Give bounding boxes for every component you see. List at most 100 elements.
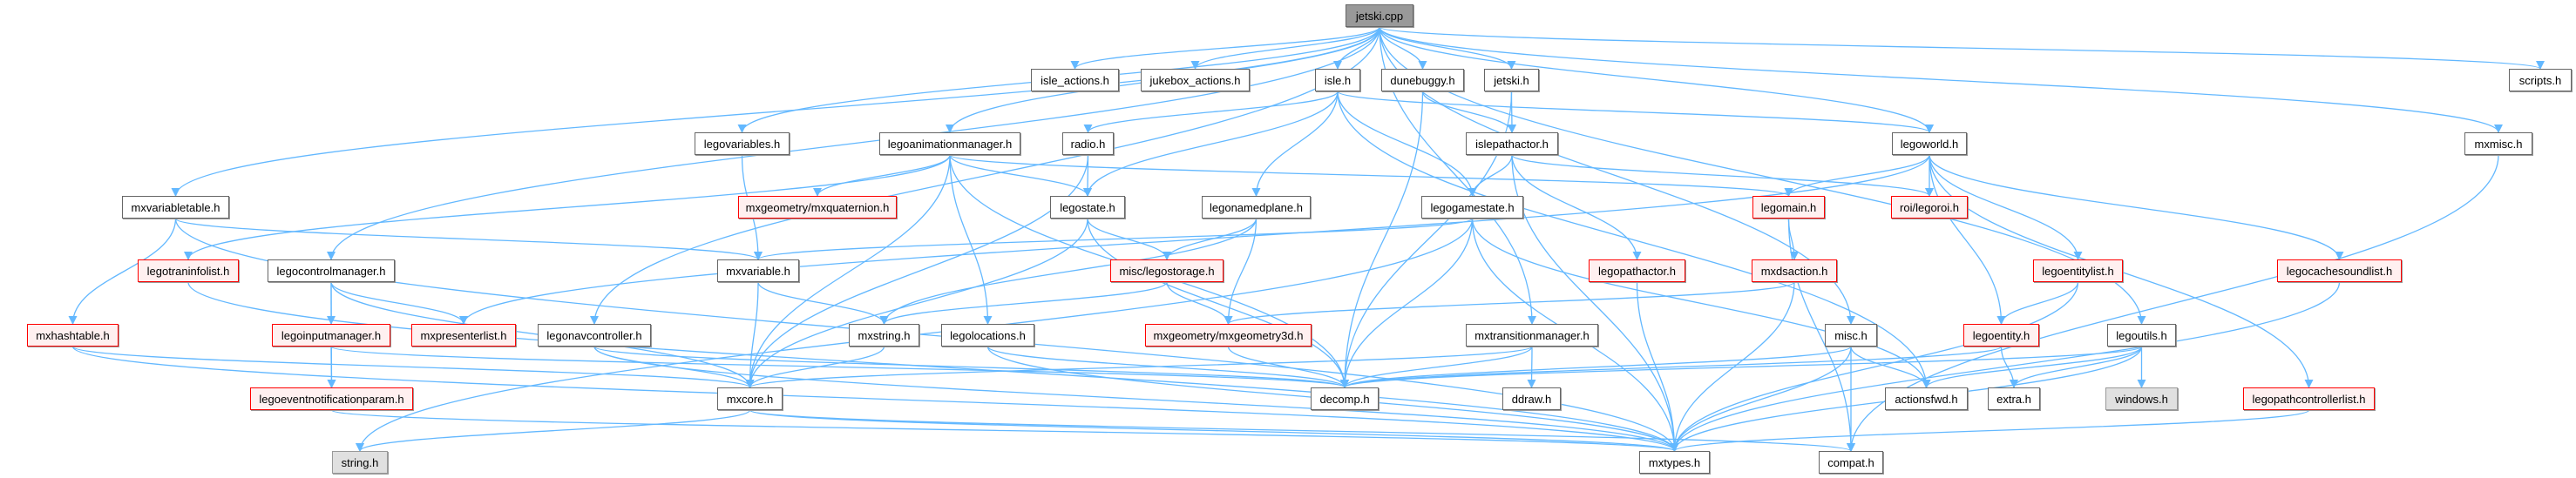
edge-legomain-to-compat: [1787, 218, 1855, 452]
edge-jetski-cpp-to-dunebuggy: [1379, 26, 1427, 70]
node-legocontrolmanager[interactable]: legocontrolmanager.h: [268, 259, 395, 282]
node-legoutils[interactable]: legoutils.h: [2107, 324, 2176, 347]
edge-legoentitylist-to-mxtypes: [1670, 281, 2079, 452]
node-string[interactable]: string.h: [332, 451, 388, 474]
node-legonavcontroller[interactable]: legonavcontroller.h: [538, 324, 651, 347]
edge-islepathactor-to-legogamestate: [1468, 154, 1513, 197]
edge-islepathactor-to-legoroi: [1511, 154, 1934, 197]
edge-legoworld-to-legocachesoundlist: [1929, 154, 2344, 260]
node-mxvariable[interactable]: mxvariable.h: [717, 259, 799, 282]
edge-jetski-cpp-to-legocontrolmanager: [327, 26, 1380, 260]
node-legoentitylist[interactable]: legoentitylist.h: [2033, 259, 2123, 282]
edge-mxcore-to-string: [356, 409, 751, 452]
edge-legonavcontroller-to-mxtypes: [593, 346, 1679, 452]
edge-misc-to-decomp: [1340, 346, 1852, 388]
edge-legoanimationmanager-to-legolocations: [949, 154, 993, 325]
edge-isle-to-legonamedplane: [1251, 91, 1339, 197]
edge-mxvariable-to-mxcore: [745, 281, 759, 388]
edge-mxvariabletable-to-mxhashtable: [68, 218, 177, 325]
edge-mxtransitionmanager-to-ddraw: [1527, 346, 1536, 388]
node-legoworld[interactable]: legoworld.h: [1892, 132, 1967, 155]
node-mxdsaction[interactable]: mxdsaction.h: [1752, 259, 1837, 282]
node-jukebox-actions[interactable]: jukebox_actions.h: [1141, 69, 1250, 91]
edge-isle-to-legostate: [1083, 91, 1339, 197]
edge-legostorage-to-mxgeometry3d: [1166, 281, 1233, 325]
edge-mxvariabletable-to-mxtypes: [174, 218, 1679, 452]
edge-legonavcontroller-to-decomp: [593, 346, 1349, 388]
node-legonamedplane[interactable]: legonamedplane.h: [1202, 196, 1311, 219]
edge-jetski-cpp-to-legoworld: [1379, 26, 1934, 133]
edge-legoanimationmanager-to-legostate: [949, 154, 1092, 197]
edge-legoinputmanager-to-legoeventnotificationparam: [327, 346, 336, 388]
edge-legoutils-to-decomp: [1340, 346, 2143, 388]
node-mxgeometry3d[interactable]: mxgeometry/mxgeometry3d.h: [1145, 324, 1312, 347]
edge-dunebuggy-to-islepathactor: [1421, 91, 1516, 133]
edge-islepathactor-to-legopathactor: [1511, 154, 1642, 260]
node-mxtypes[interactable]: mxtypes.h: [1639, 451, 1710, 474]
node-compat[interactable]: compat.h: [1819, 451, 1883, 474]
edge-legopathcontrollerlist-to-mxtypes: [1670, 409, 2310, 452]
node-mxquaternion[interactable]: mxgeometry/mxquaternion.h: [738, 196, 897, 219]
node-radio[interactable]: radio.h: [1062, 132, 1114, 155]
node-mxstring[interactable]: mxstring.h: [849, 324, 919, 347]
node-jetski-h[interactable]: jetski.h: [1484, 69, 1539, 91]
edge-legoworld-to-legoentitylist: [1929, 154, 2083, 260]
node-legomain[interactable]: legomain.h: [1752, 196, 1825, 219]
node-legopathcontrollerlist[interactable]: legopathcontrollerlist.h: [2243, 387, 2375, 410]
node-windows[interactable]: windows.h: [2105, 387, 2178, 410]
edge-mxgeometry3d-to-decomp: [1227, 346, 1349, 388]
node-legoinputmanager[interactable]: legoinputmanager.h: [272, 324, 390, 347]
node-mxtransitionmanager[interactable]: mxtransitionmanager.h: [1466, 324, 1598, 347]
node-legoeventnotificationparam[interactable]: legoeventnotificationparam.h: [250, 387, 413, 410]
edge-mxhashtable-to-mxcore: [71, 346, 755, 388]
edge-legogamestate-to-decomp: [1340, 218, 1474, 388]
node-legoentity[interactable]: legoentity.h: [1963, 324, 2039, 347]
node-legostorage[interactable]: misc/legostorage.h: [1110, 259, 1224, 282]
edge-jetski-cpp-to-jukebox-actions: [1190, 26, 1380, 70]
edge-mxdsaction-to-mxgeometry3d: [1224, 281, 1795, 325]
node-legolocations[interactable]: legolocations.h: [941, 324, 1034, 347]
edge-legoutils-to-extra: [2010, 346, 2143, 388]
node-legovariables[interactable]: legovariables.h: [695, 132, 790, 155]
edge-legonamedplane-to-mxgeometry3d: [1224, 218, 1257, 325]
node-mxpresenterlist[interactable]: mxpresenterlist.h: [411, 324, 516, 347]
node-mxvariabletable[interactable]: mxvariabletable.h: [122, 196, 229, 219]
node-legocachesoundlist[interactable]: legocachesoundlist.h: [2277, 259, 2402, 282]
edge-legopathactor-to-mxtypes: [1636, 281, 1679, 452]
edge-legonamedplane-to-mxstring: [879, 218, 1257, 325]
edge-legolocations-to-decomp: [986, 346, 1349, 388]
edge-misc-to-mxtypes: [1670, 346, 1852, 452]
node-misc[interactable]: misc.h: [1825, 324, 1877, 347]
edge-legoentity-to-decomp: [1340, 346, 2003, 388]
edge-mxtransitionmanager-to-mxcore: [745, 346, 1533, 388]
node-isle[interactable]: isle.h: [1315, 69, 1360, 91]
node-legogamestate[interactable]: legogamestate.h: [1421, 196, 1523, 219]
node-decomp[interactable]: decomp.h: [1311, 387, 1379, 410]
edge-mxhashtable-to-mxtypes: [71, 346, 1679, 452]
node-isle-actions[interactable]: isle_actions.h: [1031, 69, 1119, 91]
node-legoanimationmanager[interactable]: legoanimationmanager.h: [879, 132, 1020, 155]
node-legotraninfolist[interactable]: legotraninfolist.h: [138, 259, 239, 282]
edge-jetski-cpp-to-isle-actions: [1070, 26, 1380, 70]
edge-legocontrolmanager-to-mxpresenterlist: [330, 281, 468, 325]
edge-jetski-cpp-to-scripts: [1379, 26, 2545, 70]
node-mxcore[interactable]: mxcore.h: [717, 387, 783, 410]
node-islepathactor[interactable]: islepathactor.h: [1466, 132, 1558, 155]
node-jetski-cpp[interactable]: jetski.cpp: [1346, 4, 1413, 27]
edge-legoentitylist-to-legoentity: [1996, 281, 2079, 325]
edge-legoworld-to-legomain: [1784, 154, 1930, 197]
node-scripts[interactable]: scripts.h: [2509, 69, 2572, 91]
node-actionsfwd[interactable]: actionsfwd.h: [1885, 387, 1968, 410]
node-mxmisc[interactable]: mxmisc.h: [2464, 132, 2532, 155]
edge-isle-to-legoworld: [1337, 91, 1934, 133]
node-ddraw[interactable]: ddraw.h: [1502, 387, 1561, 410]
node-legostate[interactable]: legostate.h: [1050, 196, 1125, 219]
edge-legoworld-to-mxpresenterlist: [459, 154, 1930, 325]
node-dunebuggy[interactable]: dunebuggy.h: [1381, 69, 1464, 91]
node-legopathactor[interactable]: legopathactor.h: [1589, 259, 1685, 282]
node-extra[interactable]: extra.h: [1988, 387, 2040, 410]
edge-legotraninfolist-to-mxtypes: [187, 281, 1679, 452]
node-legoroi[interactable]: roi/legoroi.h: [1891, 196, 1968, 219]
node-mxhashtable[interactable]: mxhashtable.h: [27, 324, 119, 347]
